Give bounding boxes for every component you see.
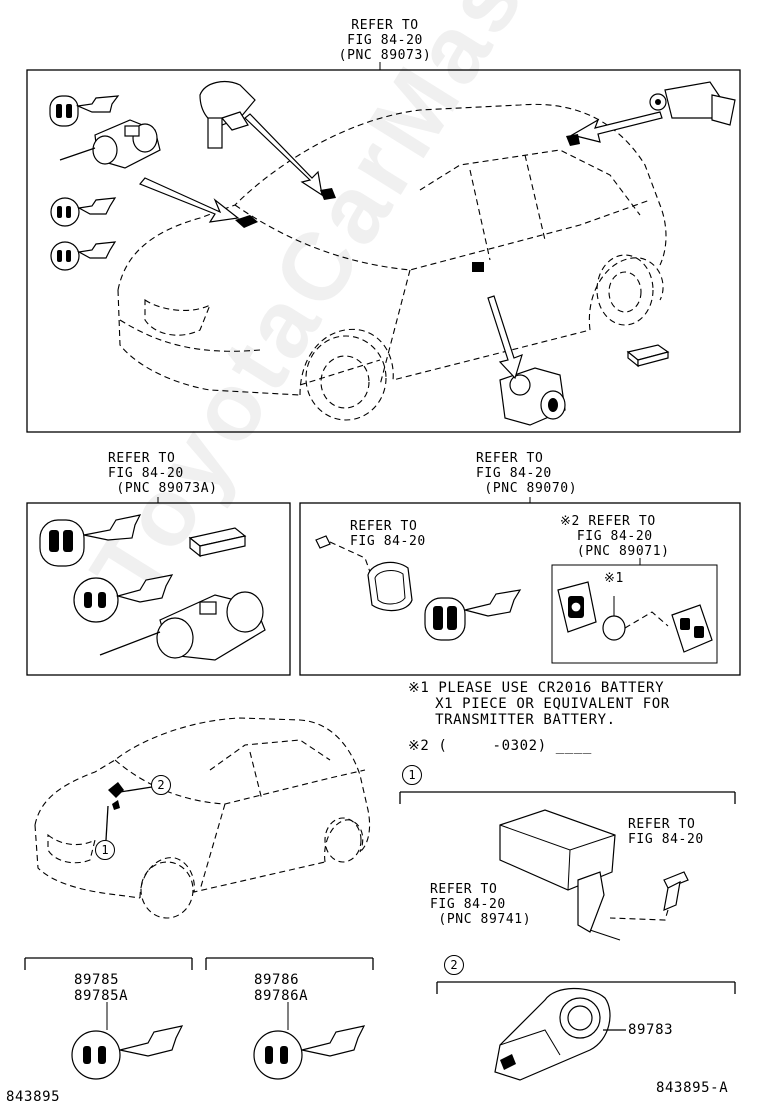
bolt-icon xyxy=(609,871,689,921)
ignition-lock-cylinder-icon xyxy=(99,591,266,661)
transponder-chip-icon xyxy=(626,344,670,368)
top-panel-frame xyxy=(26,69,741,433)
coin-battery-icon xyxy=(602,596,669,641)
door-lock-cylinder-icon xyxy=(499,367,566,426)
refer-label-right-panel: REFER TO FIG 84-20 (PNC 89070) xyxy=(476,451,578,496)
ecu-module-icon xyxy=(499,809,621,941)
refer-label-ecu-left: REFER TO FIG 84-20 (PNC 89741) xyxy=(430,882,532,927)
part-number-sensor: 89783 xyxy=(628,1022,674,1038)
transmitter-subpanel-frame xyxy=(551,564,718,664)
door-lock-cylinder-icon xyxy=(649,81,736,126)
battery-marker: ※1 xyxy=(604,571,624,586)
callout-2-circle: 2 xyxy=(444,955,464,975)
refer-label-left-panel: REFER TO FIG 84-20 (PNC 89073A) xyxy=(108,451,218,496)
callout-2-car: 2 xyxy=(151,775,171,795)
key-icon xyxy=(50,197,117,227)
transmitter-case-icon xyxy=(367,561,413,612)
figure-id-left: 843895 xyxy=(6,1089,61,1105)
key-icon xyxy=(73,574,174,623)
refer-label-transmitter: ※2 REFER TO FIG 84-20 (PNC 89071) xyxy=(560,514,670,559)
key-icon xyxy=(50,241,117,271)
immobiliser-coil-icon xyxy=(108,782,124,810)
right-middle-panel-frame xyxy=(299,502,741,676)
battery-note: ※1 PLEASE USE CR2016 BATTERY X1 PIECE OR… xyxy=(408,680,670,728)
transmitter-case-icon xyxy=(671,604,713,653)
ignition-lock-cylinder-icon xyxy=(199,81,256,149)
callout-1-circle: 1 xyxy=(402,765,422,785)
date-range-note: ※2 ( -0302) ____ xyxy=(408,738,592,754)
callout-1-car: 1 xyxy=(95,840,115,860)
car-outline-icon xyxy=(34,717,371,919)
transmitter-case-icon xyxy=(557,581,597,633)
pointer-arrows xyxy=(139,111,663,380)
ignition-lock-cylinder-icon xyxy=(59,119,161,169)
callout-2-leader xyxy=(119,786,153,793)
key-icon xyxy=(49,95,120,127)
part-number-key-2: 89786 89786A xyxy=(254,972,309,1004)
car-outline-icon xyxy=(117,103,667,421)
key-icon xyxy=(71,1025,184,1080)
part-number-key-1: 89785 89785A xyxy=(74,972,129,1004)
figure-id-right: 843895-A xyxy=(656,1080,729,1096)
refer-label-cover: REFER TO FIG 84-20 xyxy=(350,519,426,549)
key-icon xyxy=(424,589,522,641)
bolt-icon xyxy=(315,535,371,573)
callout-1-leader xyxy=(105,805,109,841)
transponder-chip-icon xyxy=(188,527,247,558)
key-icon xyxy=(253,1025,366,1080)
refer-label-top: REFER TO FIG 84-20 (PNC 89073) xyxy=(338,18,432,63)
immobiliser-coil-icon xyxy=(494,987,611,1081)
refer-label-ecu-right: REFER TO FIG 84-20 xyxy=(628,817,704,847)
key-icon xyxy=(39,514,142,567)
